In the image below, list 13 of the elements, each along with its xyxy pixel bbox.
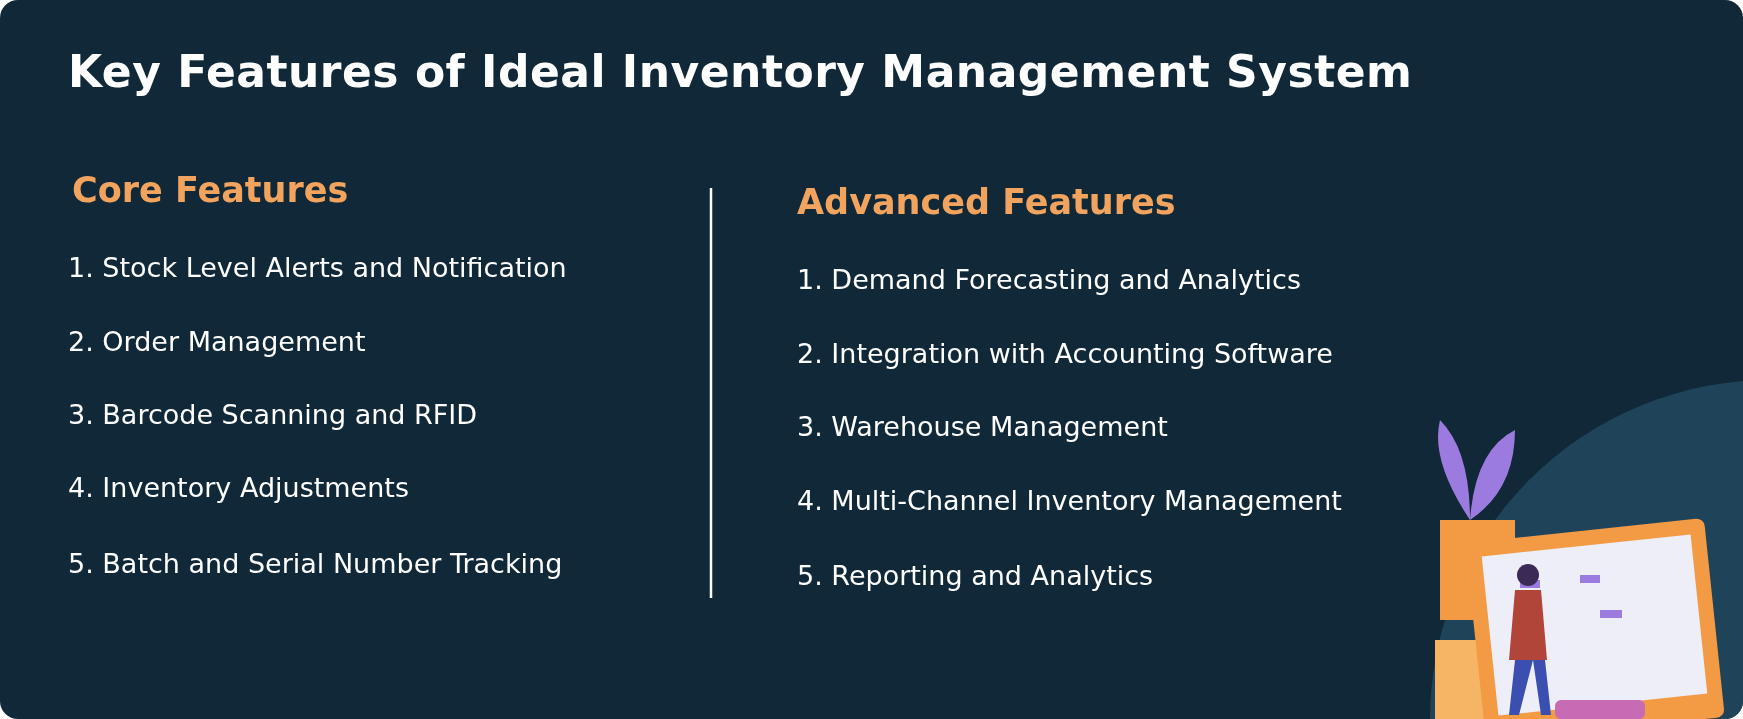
list-item: 3. Barcode Scanning and RFID <box>68 399 478 430</box>
title: Key Features of Ideal Inventory Management System <box>68 46 1413 97</box>
list-item: 1. Stock Level Alerts and Notification <box>68 252 567 283</box>
list-item: 1. Demand Forecasting and Analytics <box>797 264 1301 295</box>
list-item: 5. Batch and Serial Number Tracking <box>68 548 563 579</box>
section-heading: Advanced Features <box>797 182 1176 222</box>
list-item: 2. Integration with Accounting Software <box>797 338 1333 369</box>
list-item: 4. Multi-Channel Inventory Management <box>797 485 1342 516</box>
list-item: 5. Reporting and Analytics <box>797 560 1154 591</box>
section-heading: Core Features <box>72 170 349 210</box>
list-item: 2. Order Management <box>68 326 366 357</box>
list-item: 4. Inventory Adjustments <box>68 472 409 503</box>
list-item: 3. Warehouse Management <box>797 411 1168 442</box>
